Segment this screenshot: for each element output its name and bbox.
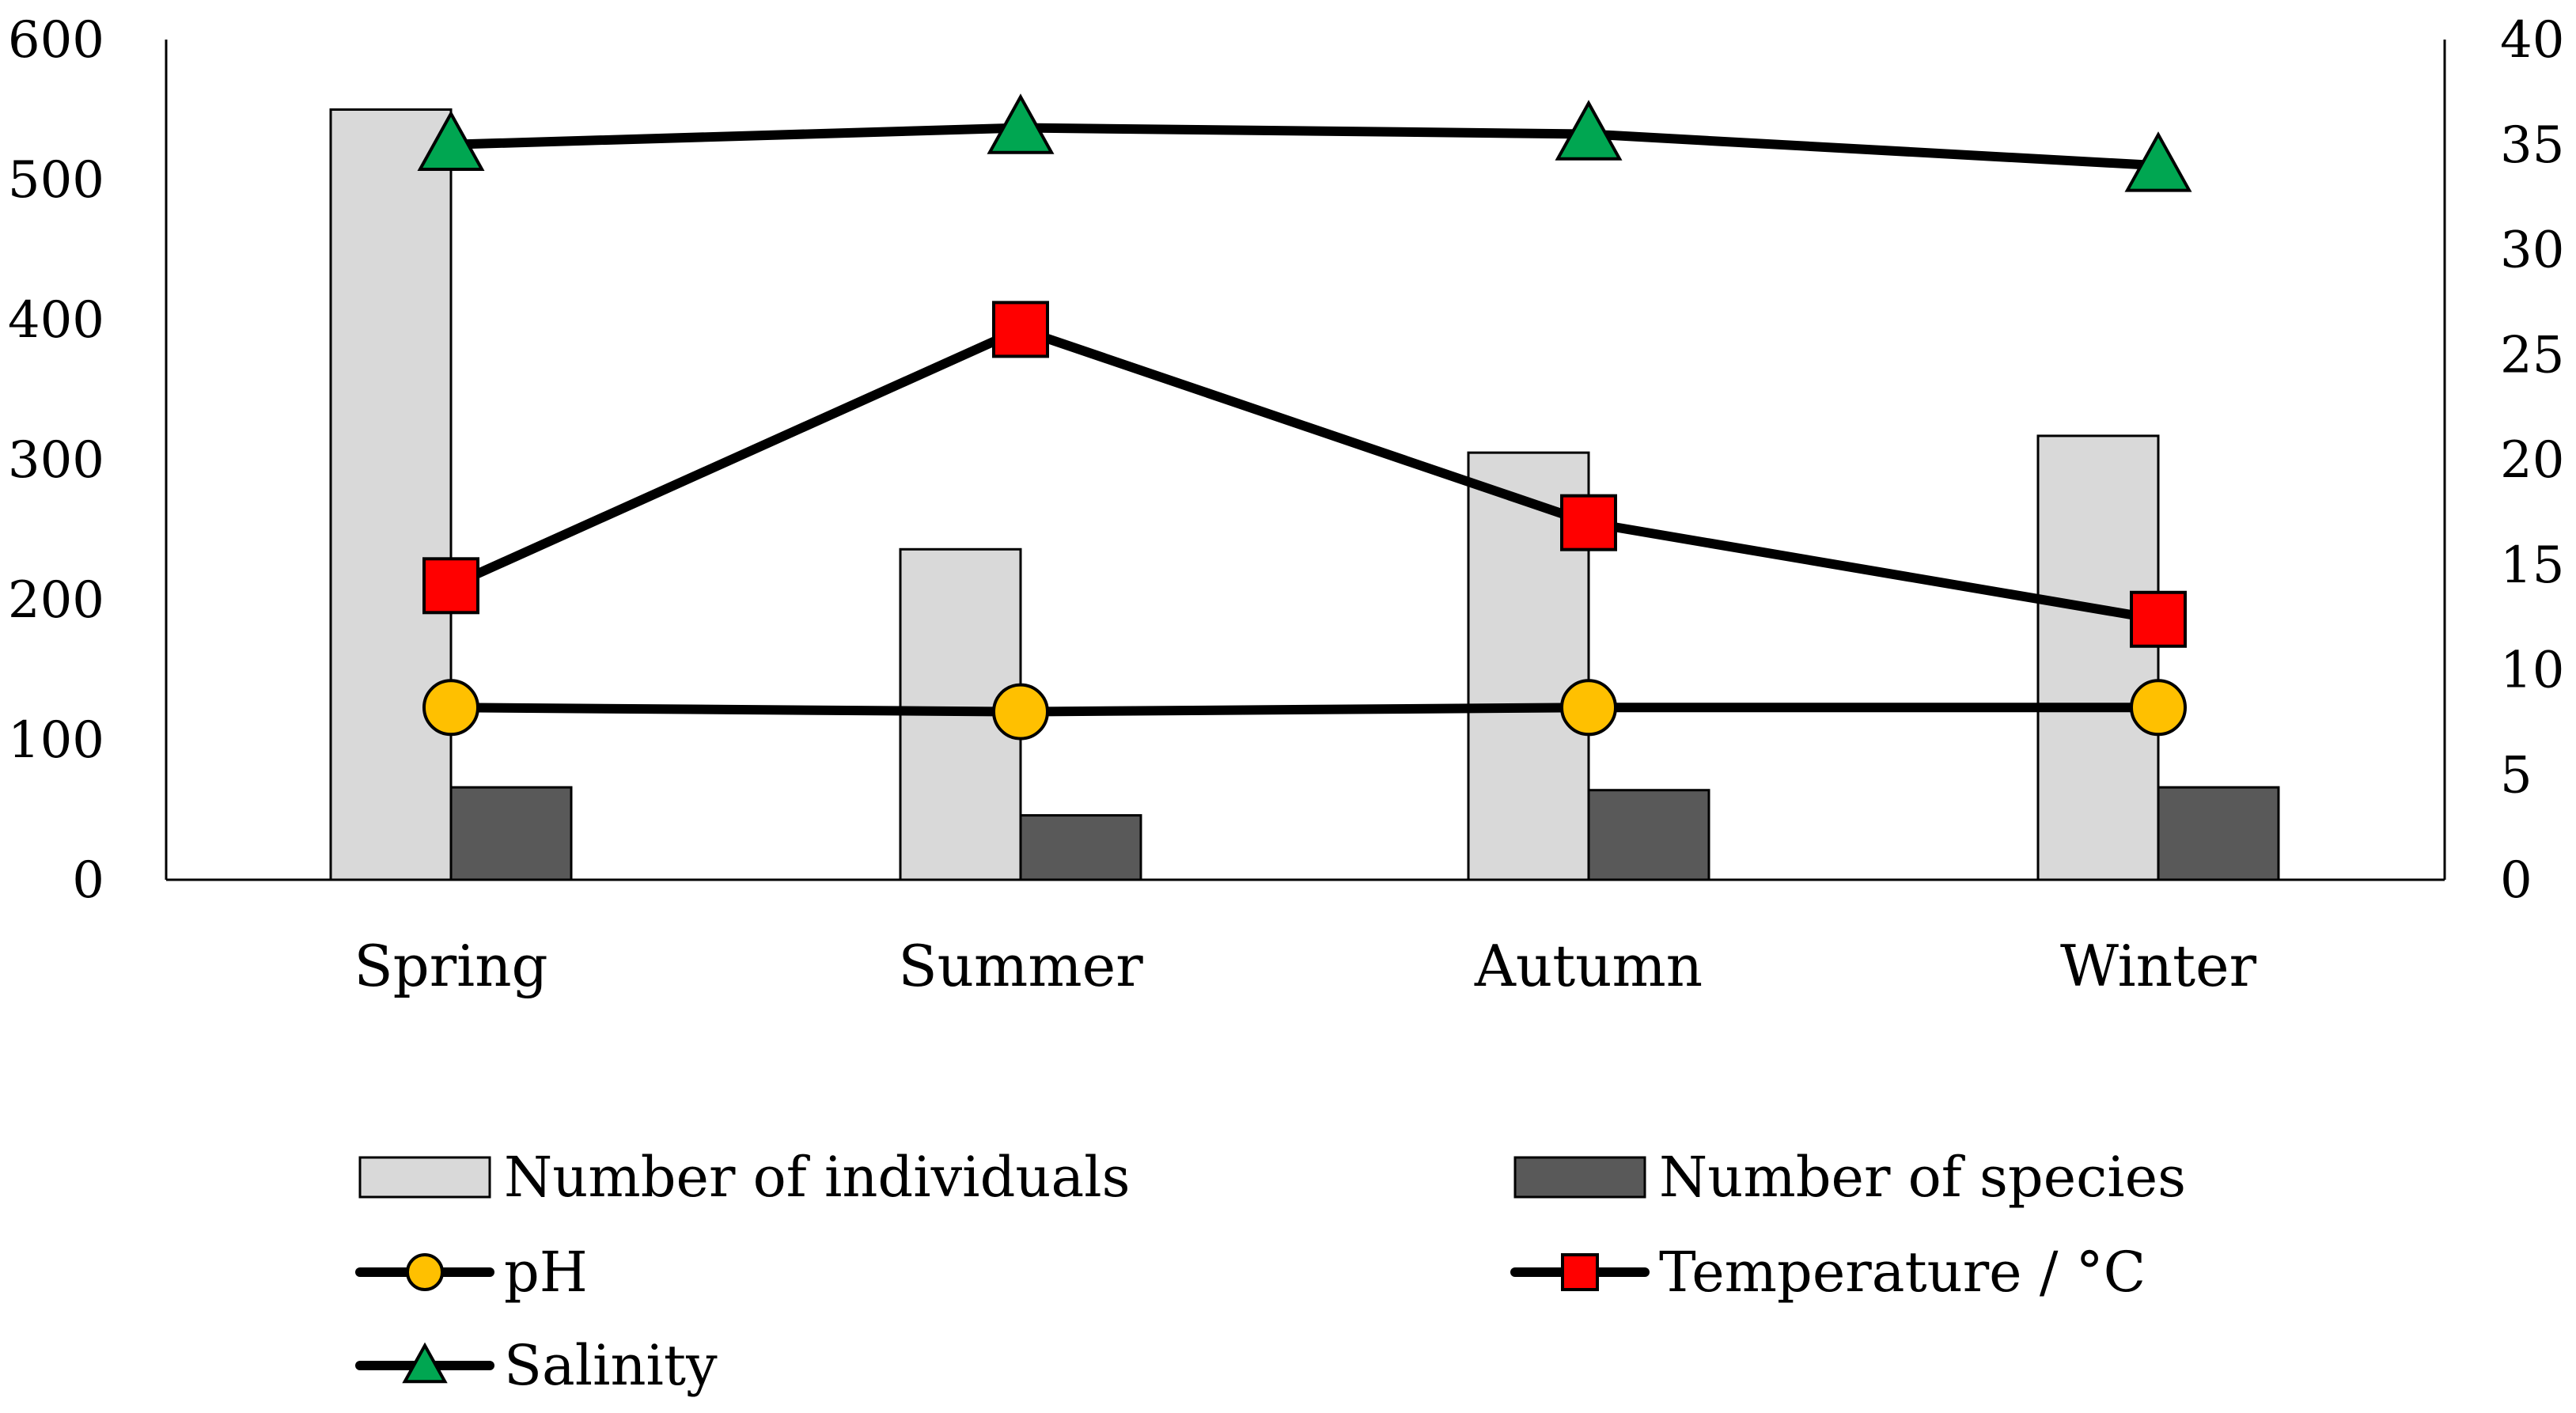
bars-layer <box>329 108 2280 881</box>
line-temperature <box>446 324 2163 624</box>
x-tick-label-spring: Spring <box>354 933 547 999</box>
y-right-tick-label: 30 <box>2500 222 2564 280</box>
bar-species-autumn <box>1587 789 1710 881</box>
legend-salinity-swatch-marker <box>402 1342 448 1384</box>
marker-salinity-summer <box>987 93 1055 154</box>
markers-layer <box>417 93 2192 741</box>
legend-ph: pH <box>355 1240 588 1305</box>
marker-temperature-winter <box>2130 590 2187 648</box>
legend-ph-swatch-marker <box>406 1253 444 1291</box>
y-right-tick-label: 5 <box>2500 746 2532 805</box>
legend-temperature-c-label: Temperature / °C <box>1659 1240 2146 1305</box>
y-right-tick-label: 0 <box>2500 851 2532 910</box>
marker-ph-summer <box>992 683 1049 741</box>
y-right-tick-label: 15 <box>2500 536 2564 595</box>
legend-temperature-c: Temperature / °C <box>1510 1240 2146 1305</box>
legend-salinity: Salinity <box>355 1333 718 1398</box>
bar-individuals-spring <box>329 108 453 881</box>
legend-number-of-species-label: Number of species <box>1659 1145 2186 1210</box>
bar-species-summer <box>1019 814 1142 881</box>
y-left-tick-label: 400 <box>8 291 104 350</box>
axes-layer <box>165 40 2446 881</box>
y-left-tick-label: 0 <box>72 851 104 910</box>
marker-temperature-summer <box>992 301 1049 358</box>
y-left-tick-label: 500 <box>8 151 104 210</box>
marker-ph-autumn <box>1560 679 1617 737</box>
marker-salinity-spring <box>417 110 485 172</box>
y-left-tick-label: 200 <box>8 571 104 630</box>
legend-temperature-c-swatch-marker <box>1561 1253 1599 1291</box>
bar-individuals-winter <box>2036 434 2160 881</box>
legend-salinity-label: Salinity <box>504 1333 718 1398</box>
marker-temperature-autumn <box>1560 494 1617 551</box>
marker-salinity-autumn <box>1555 100 1623 161</box>
x-tick-label-winter: Winter <box>2060 933 2257 999</box>
bar-species-spring <box>449 786 573 881</box>
y-right-tick-label: 40 <box>2500 11 2564 70</box>
y-right-tick-label: 25 <box>2500 326 2564 385</box>
line-ph <box>446 703 2163 717</box>
y-right-tick-label: 10 <box>2500 642 2564 700</box>
marker-ph-spring <box>422 679 479 737</box>
legend-ph-label: pH <box>504 1240 588 1305</box>
legend-number-of-species-swatch <box>1513 1156 1646 1199</box>
legend-number-of-individuals: Number of individuals <box>358 1145 1131 1210</box>
bar-species-winter <box>2157 786 2280 881</box>
x-tick-label-summer: Summer <box>898 933 1143 999</box>
legend-number-of-species: Number of species <box>1513 1145 2186 1210</box>
y-left-tick-label: 100 <box>8 711 104 770</box>
marker-temperature-spring <box>422 557 479 615</box>
tick-labels-layer: 0 100 200 300 400 500 600 0 5 10 15 20 25 30 35 40Sprin… <box>8 11 2565 999</box>
lines-layer <box>446 123 2163 717</box>
y-left-tick-label: 300 <box>8 431 104 490</box>
legend-number-of-individuals-label: Number of individuals <box>504 1145 1131 1210</box>
legend-number-of-individuals-swatch <box>358 1156 491 1199</box>
line-salinity <box>446 123 2163 171</box>
y-right-tick-label: 35 <box>2500 116 2564 175</box>
marker-ph-winter <box>2130 679 2187 737</box>
x-tick-label-autumn: Autumn <box>1474 933 1703 999</box>
marker-salinity-winter <box>2124 131 2192 192</box>
y-left-tick-label: 600 <box>8 11 104 70</box>
y-right-tick-label: 20 <box>2500 431 2564 490</box>
legend: Number of individuals Number of species pH… <box>355 1145 2186 1398</box>
